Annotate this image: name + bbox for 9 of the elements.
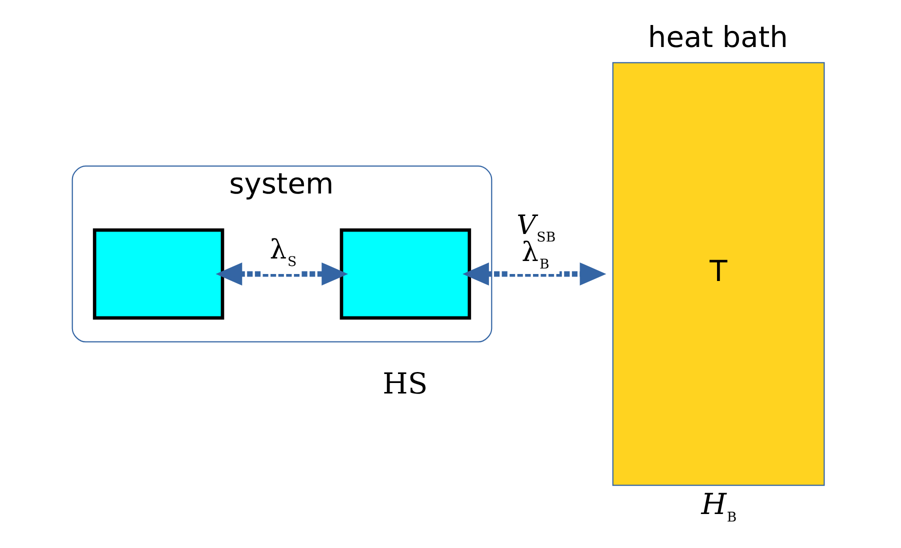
node-box [340,228,472,320]
edge-label: λ$_{S}$ [270,234,297,270]
node-box [92,228,224,320]
node-label: heat bath [648,20,788,54]
node-label: HS [382,366,428,400]
node-label: H$_{B}$ [701,487,737,526]
edge-label: V$_{SB}$ λ$_{B}$ [516,210,556,272]
arrow [216,262,348,286]
arrow [462,262,606,286]
